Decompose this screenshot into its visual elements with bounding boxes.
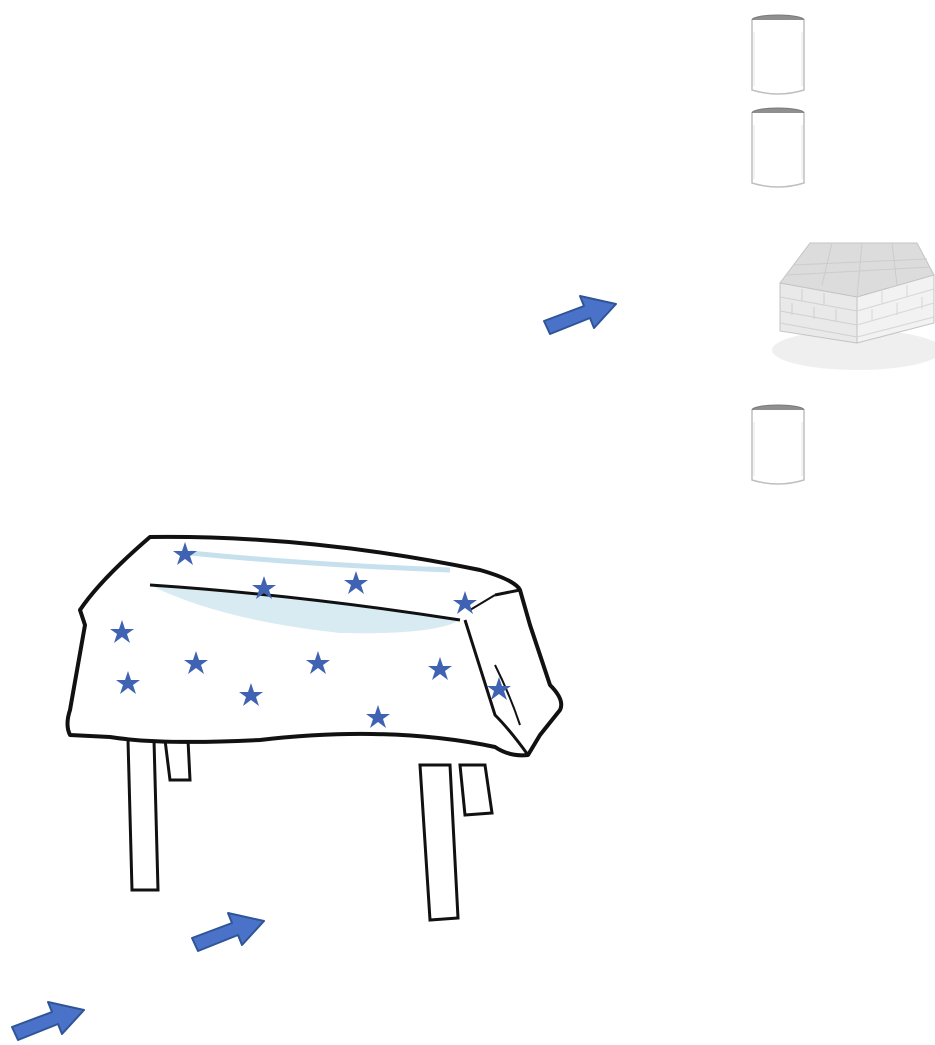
cylinder-1 (748, 12, 808, 97)
cylinder-3 (748, 402, 808, 487)
block-box (762, 205, 935, 395)
table-with-tablecloth (40, 525, 585, 930)
arrow-near-table (188, 905, 268, 955)
cylinder-2 (748, 105, 808, 190)
arrow-right-middle (540, 288, 620, 338)
arrow-bottom-left (8, 994, 88, 1044)
